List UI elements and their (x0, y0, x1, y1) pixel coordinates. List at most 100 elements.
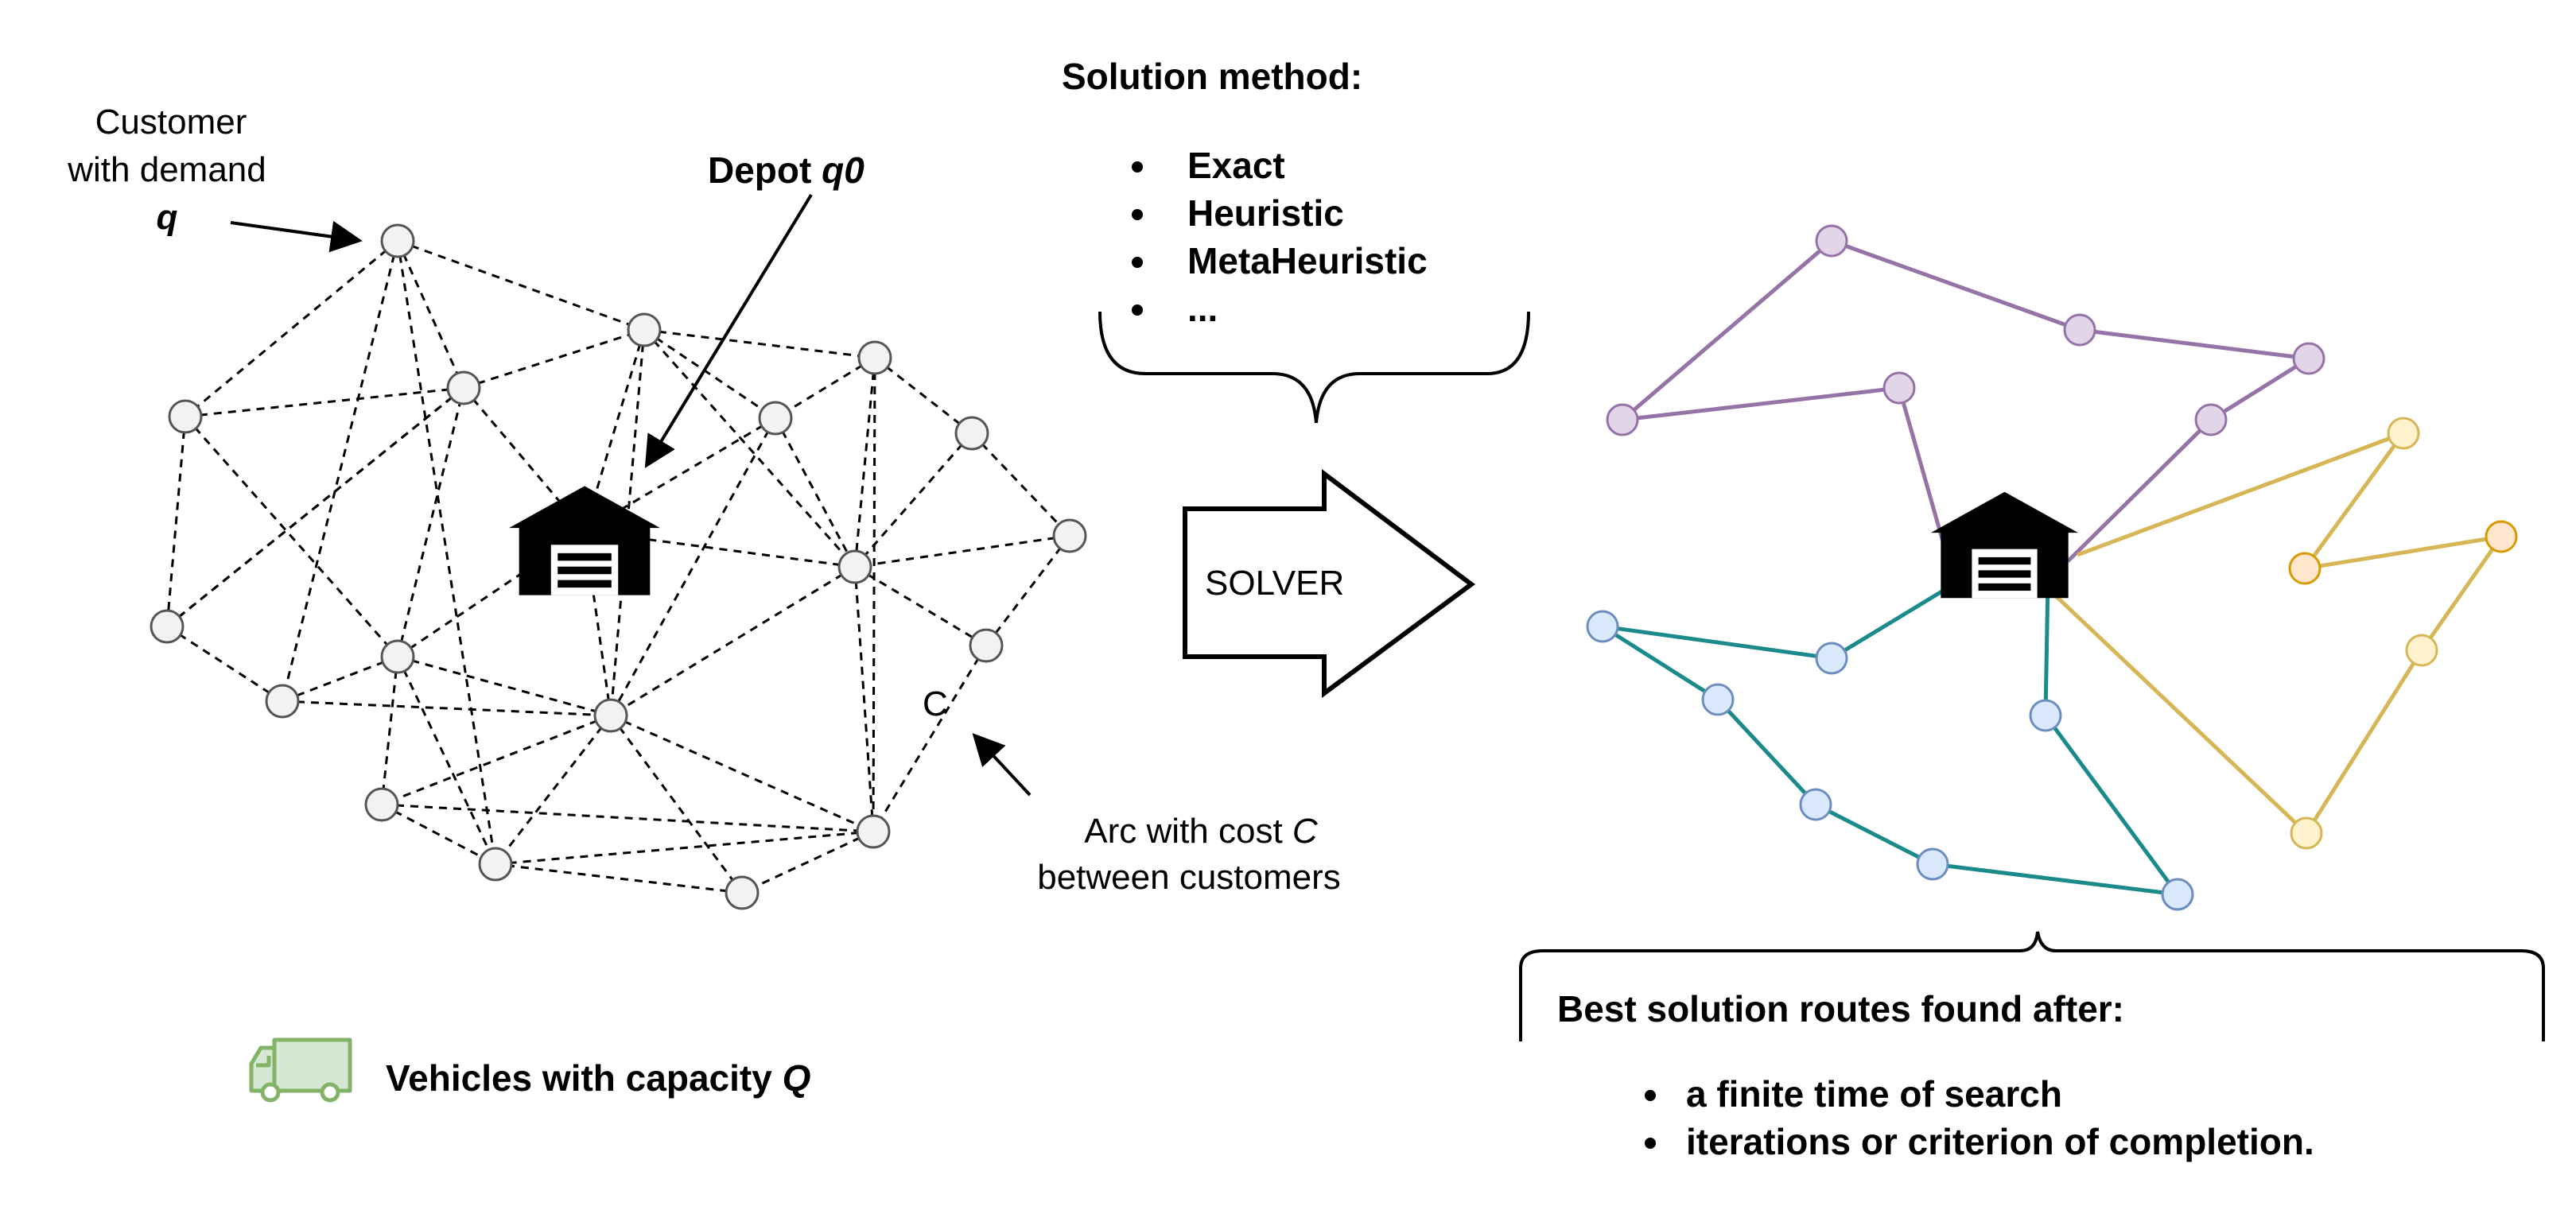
result-item: a finite time of search (1686, 1073, 2062, 1115)
customer-node (380, 639, 415, 674)
route-node (2387, 417, 2420, 450)
brace-icon (1098, 311, 1530, 424)
arc-line (282, 655, 398, 703)
arc-line (874, 356, 973, 435)
customer-node (168, 399, 203, 434)
arc-line (396, 387, 465, 657)
customer-node (593, 698, 628, 733)
route-node (1799, 788, 1832, 821)
arc-line (281, 240, 399, 702)
customer-label-line2: with demand (67, 150, 266, 189)
customer-node (969, 628, 1004, 663)
arc-line (165, 416, 187, 627)
route-node (2405, 634, 2438, 667)
arc-line (184, 416, 399, 657)
result-item: iterations or criterion of completion. (1686, 1121, 2314, 1162)
route-teal (1601, 576, 2182, 898)
arc-line (854, 565, 987, 647)
route-node (2292, 342, 2325, 375)
arc-line (643, 328, 876, 359)
depot-warehouse-icon (509, 486, 660, 595)
arc-arrow-icon (972, 733, 1032, 797)
arc-line (872, 645, 988, 832)
customer-node (837, 549, 872, 584)
truck-icon (249, 1037, 352, 1103)
route-node (1882, 371, 1916, 405)
arc-line (380, 656, 399, 805)
customer-node (380, 223, 415, 258)
route-node (1701, 683, 1735, 716)
arc-line (381, 803, 496, 866)
arc-line (610, 714, 874, 833)
customer-node (758, 401, 793, 436)
arc-line (396, 240, 465, 389)
route-node (1606, 403, 1639, 436)
route-node (2029, 699, 2062, 732)
arc-line (970, 432, 1071, 537)
solver-label: SOLVER (1205, 564, 1344, 603)
route-node (2194, 403, 2228, 436)
route-purple (1616, 238, 2315, 563)
depot-arrow-icon (644, 193, 813, 468)
arc-line (853, 566, 875, 832)
arc-line (584, 529, 856, 568)
customer-node (265, 684, 300, 719)
arc-line (610, 565, 856, 717)
customer-node (627, 312, 662, 347)
arc-line (396, 240, 497, 865)
customer-label-var: q (157, 198, 178, 237)
arc-line (381, 803, 874, 833)
method-item: MetaHeuristic (1187, 240, 1428, 281)
arc-line (463, 328, 645, 390)
arc-label: Arc with cost C between customers (1037, 812, 1341, 897)
solution-method-list: Exact Heuristic MetaHeuristic ... (1132, 145, 1428, 329)
arc-line (872, 357, 876, 832)
customer-node (954, 416, 989, 451)
arc-line (185, 239, 398, 418)
route-node (2161, 878, 2194, 911)
depot-label: Depot q0 (708, 149, 864, 191)
arc-line (853, 432, 973, 568)
arc-line (381, 714, 612, 806)
arc-line (853, 357, 876, 568)
route-node (2485, 520, 2518, 553)
customer-node (725, 875, 760, 910)
svg-text:between customers: between customers (1037, 858, 1341, 897)
customer-label: Customer with demand q (67, 103, 266, 237)
arc-line (643, 329, 857, 568)
route-node (2063, 313, 2096, 347)
route-node (2288, 552, 2322, 585)
route-node (2290, 816, 2323, 850)
customer-nodes (150, 223, 1087, 910)
route-gold (2050, 428, 2506, 836)
arc-line (494, 715, 612, 865)
arc-line (185, 386, 464, 418)
arc-line (854, 534, 1070, 568)
arc-line (775, 356, 876, 420)
customer-node (478, 847, 513, 882)
route-node (1815, 224, 1848, 258)
arc-line (166, 625, 283, 703)
customer-arrow-icon (230, 220, 363, 253)
vehicles-label: Vehicles with capacity Q (386, 1057, 811, 1099)
arc-line (166, 386, 464, 628)
solver-arrow-icon (1183, 468, 1476, 698)
customer-node (857, 340, 892, 375)
arc-line (609, 715, 744, 894)
route-nodes (1586, 224, 2518, 911)
solution-method-title: Solution method: (1062, 56, 1362, 97)
best-solution-list: a finite time of search iterations or cr… (1645, 1073, 2314, 1162)
route-node (1815, 642, 1848, 675)
best-solution-title: Best solution routes found after: (1557, 988, 2124, 1030)
customer-node (1052, 518, 1087, 553)
arc-line (643, 328, 776, 420)
arc-line (462, 387, 586, 532)
customer-node (446, 370, 481, 405)
customer-node (364, 787, 399, 822)
arc-line (396, 656, 497, 865)
arc-line (985, 535, 1071, 646)
route-node (1916, 847, 1949, 881)
arc-line (282, 700, 612, 717)
arc-line (495, 830, 874, 866)
